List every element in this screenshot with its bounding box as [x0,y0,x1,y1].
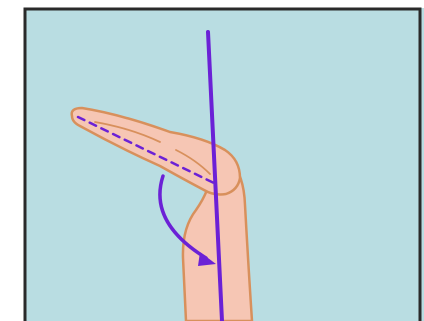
diagram-canvas [0,0,424,321]
wrist-flexion-diagram [0,0,424,321]
